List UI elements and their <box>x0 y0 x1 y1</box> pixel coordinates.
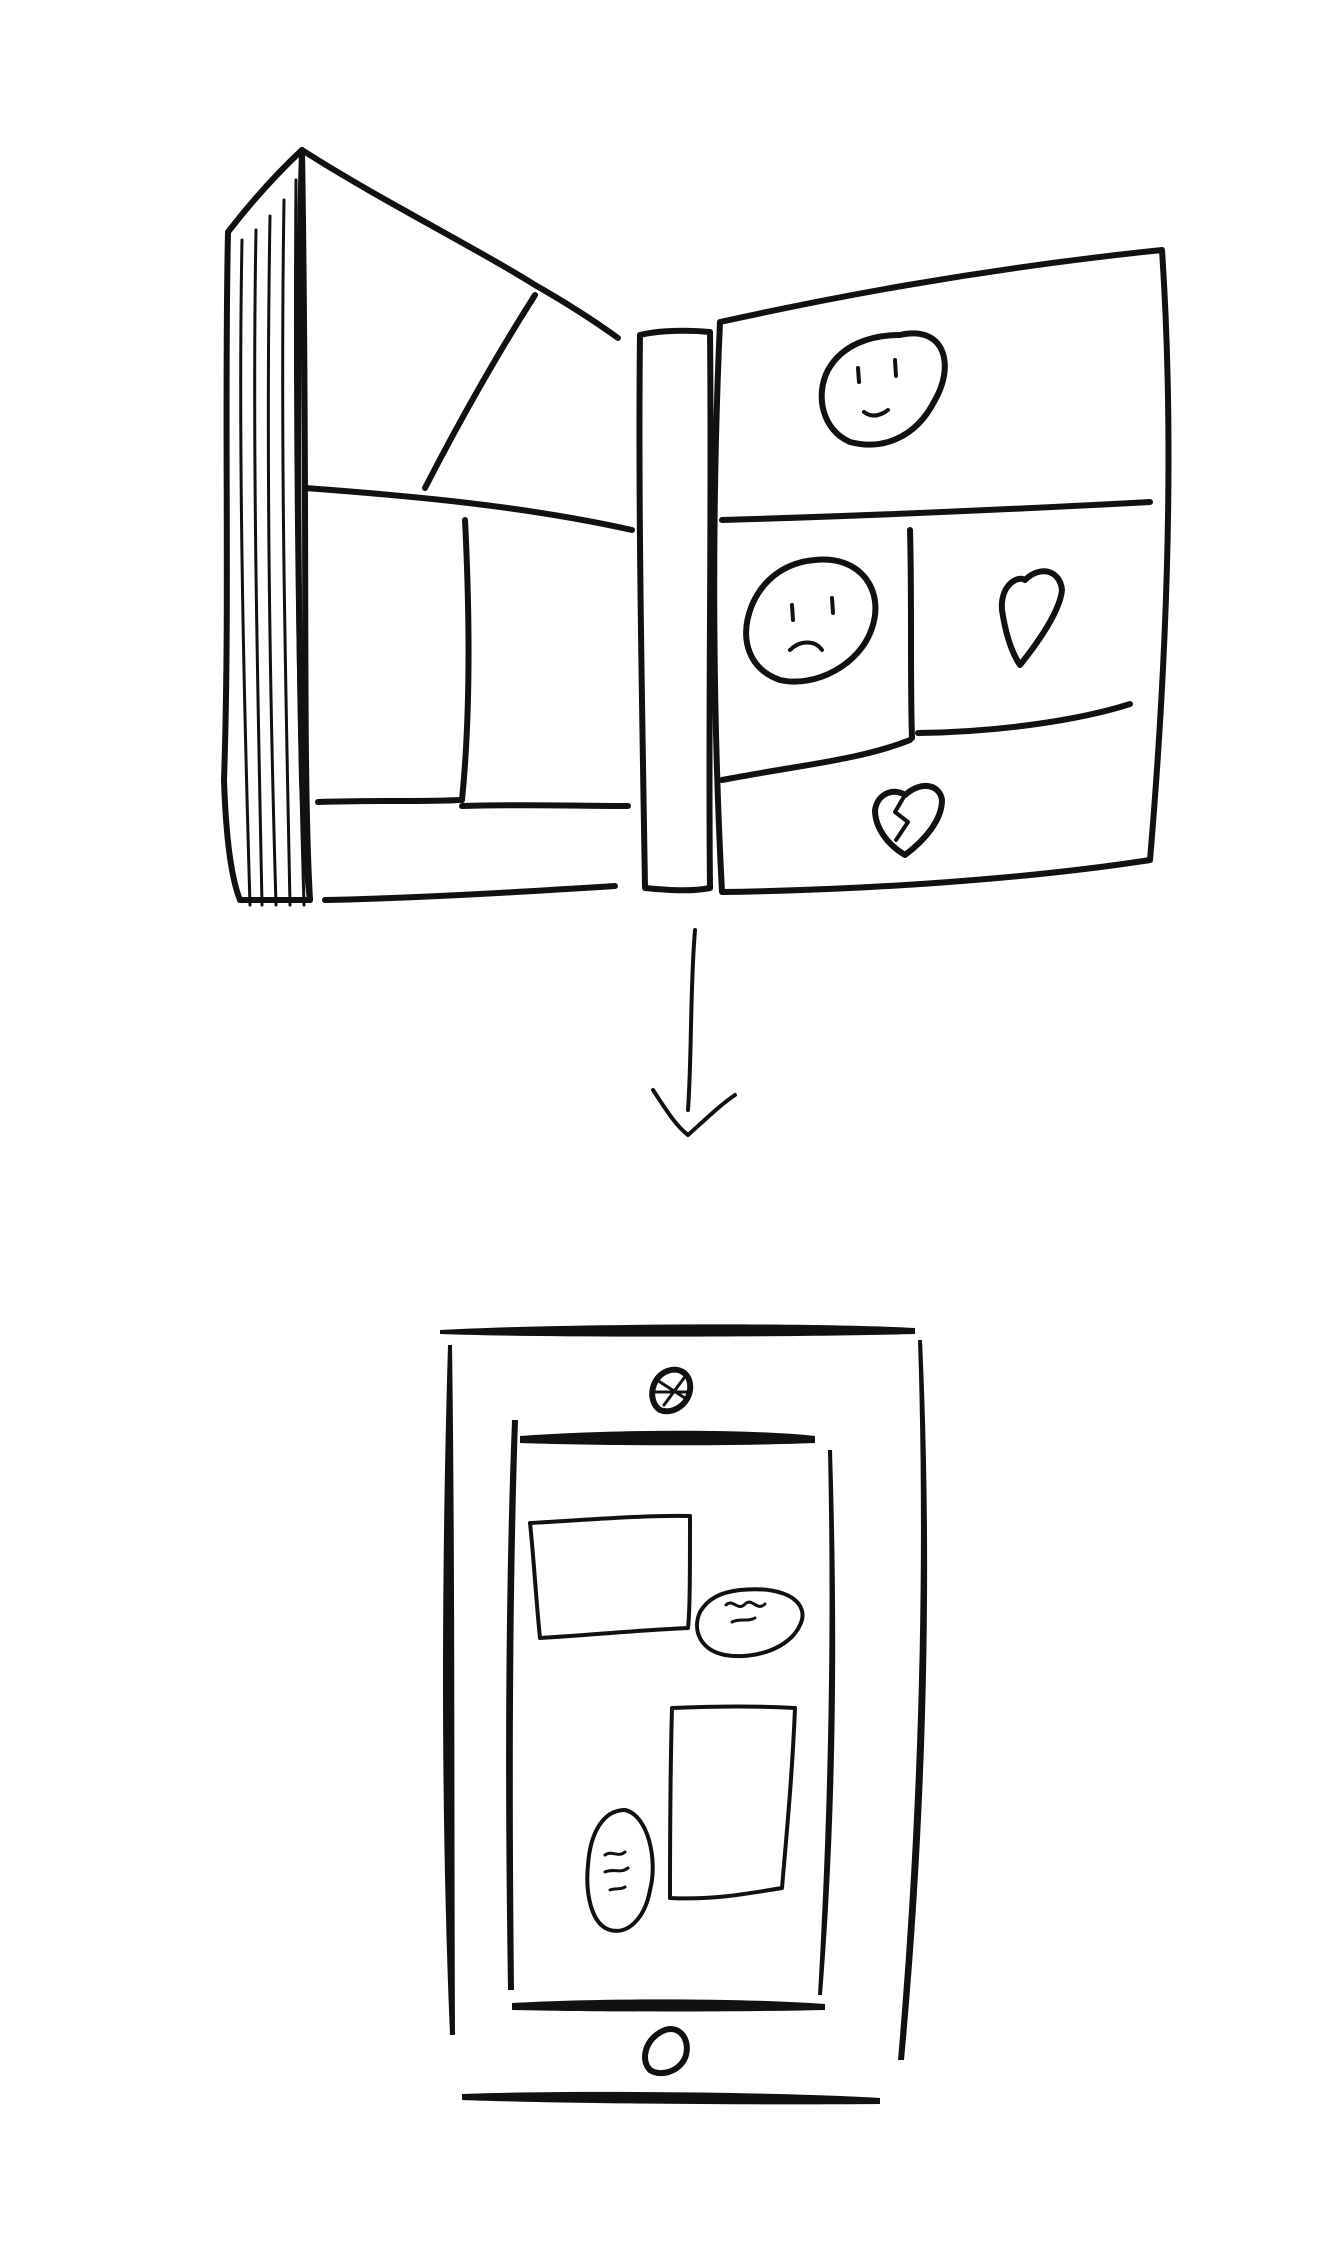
book-gutter <box>636 327 714 894</box>
speech-bubble <box>585 1808 655 1933</box>
broken-heart-icon <box>872 783 945 858</box>
home-button-icon <box>642 2026 690 2077</box>
sad-face-icon <box>743 556 879 685</box>
neutral-face-icon <box>818 330 948 448</box>
screen-panel <box>668 1704 797 1901</box>
speech-bubble <box>695 1587 805 1659</box>
smartphone <box>440 1324 928 2105</box>
heart-icon <box>998 568 1065 668</box>
phone-screen <box>506 1420 836 2012</box>
screen-panel <box>528 1513 692 1640</box>
down-arrow <box>651 928 737 1137</box>
camera-icon <box>649 1366 694 1415</box>
open-comic-book <box>221 147 1172 907</box>
phone-frame <box>440 1324 928 2105</box>
left-page <box>295 147 635 903</box>
right-page <box>711 247 1172 895</box>
